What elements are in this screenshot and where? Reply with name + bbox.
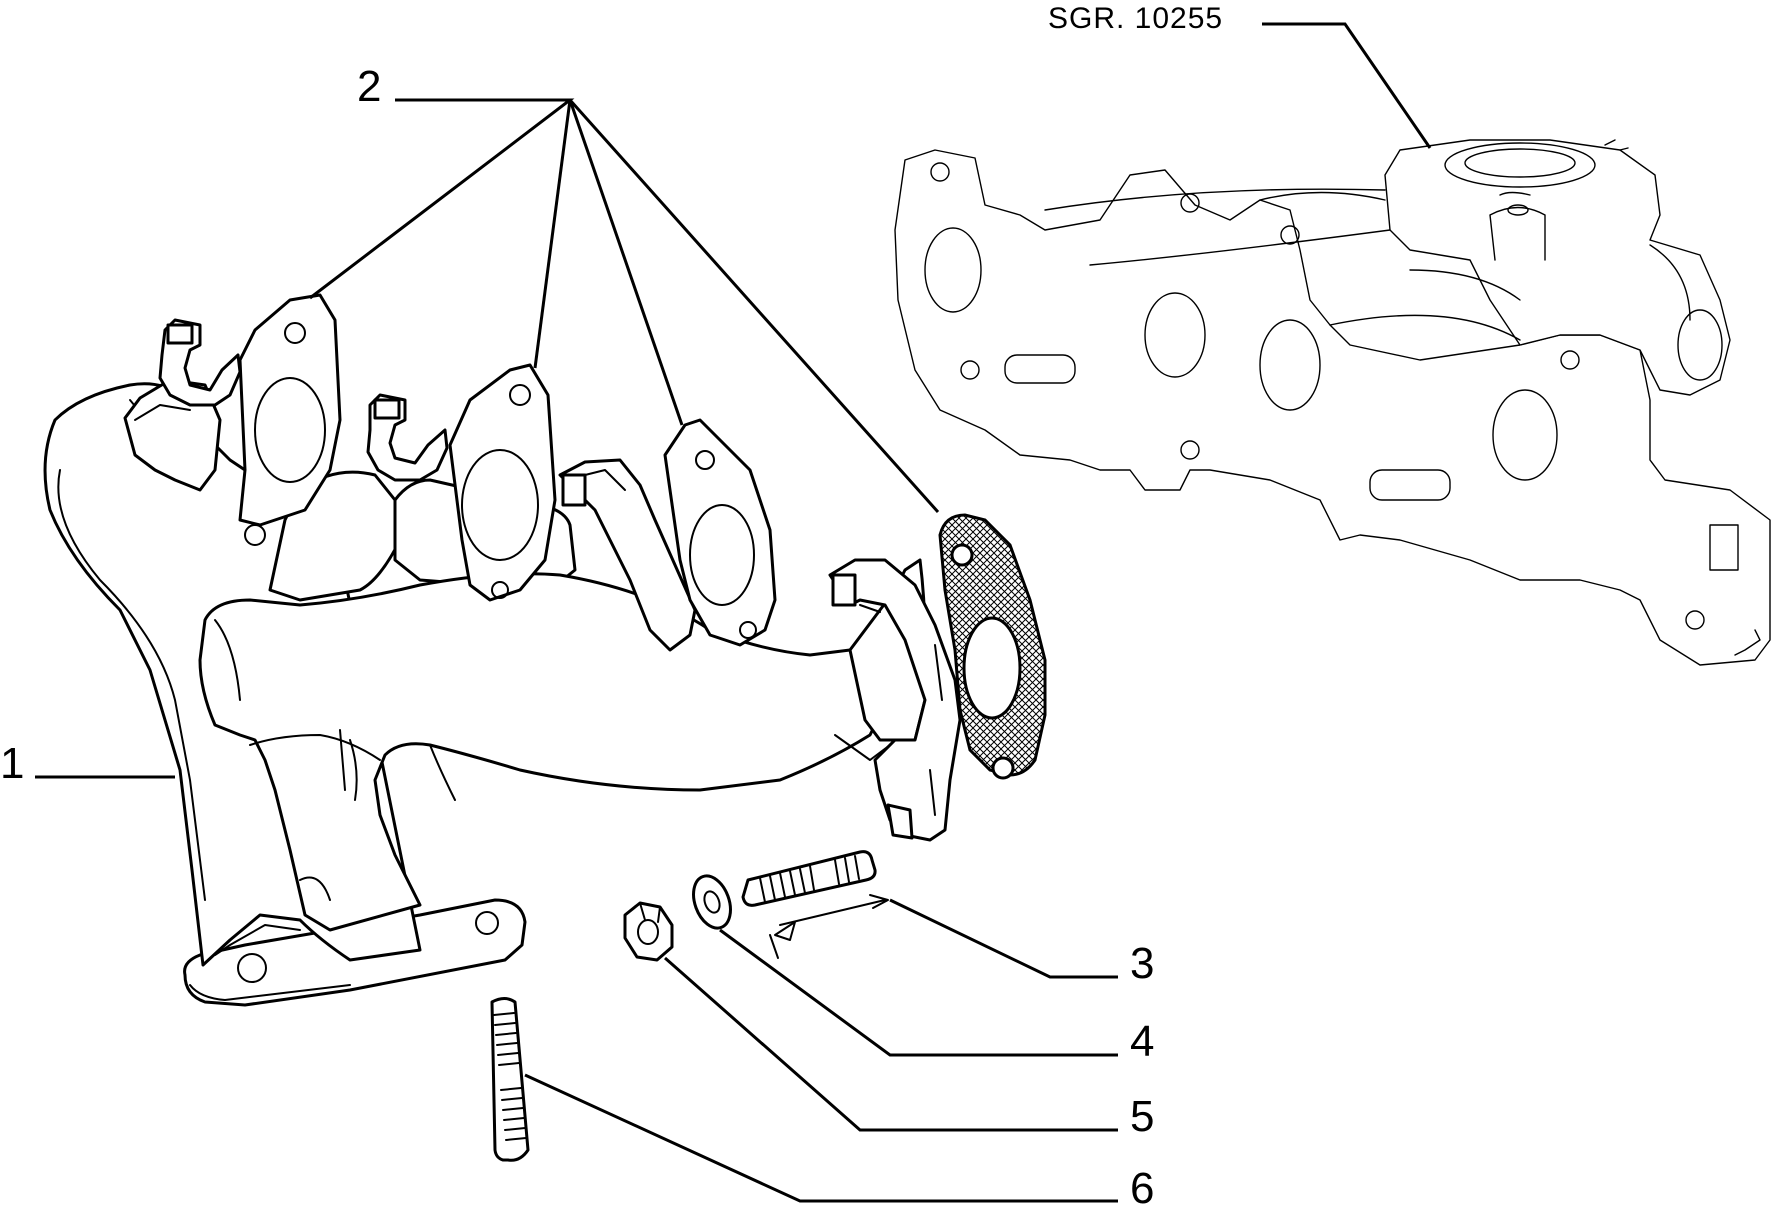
callout-6: 6 (1130, 1164, 1154, 1209)
manifold-flanges (158, 293, 962, 842)
reference-label: SGR. 10255 (1048, 2, 1223, 35)
manifold-gaskets (938, 513, 1047, 780)
stud-vertical (490, 997, 530, 1162)
reference-manifold-view (894, 139, 1771, 666)
callout-labels: 1 2 3 4 5 6 SGR. 10255 (0, 2, 1223, 1209)
callout-5: 5 (1130, 1092, 1154, 1141)
nut (623, 901, 674, 962)
callout-3: 3 (1130, 939, 1154, 988)
leader-lines (35, 22, 1432, 1203)
stud-long (741, 850, 889, 959)
washer (692, 874, 732, 930)
callout-4: 4 (1130, 1017, 1154, 1066)
callout-2: 2 (357, 62, 381, 111)
callout-1: 1 (0, 739, 24, 788)
